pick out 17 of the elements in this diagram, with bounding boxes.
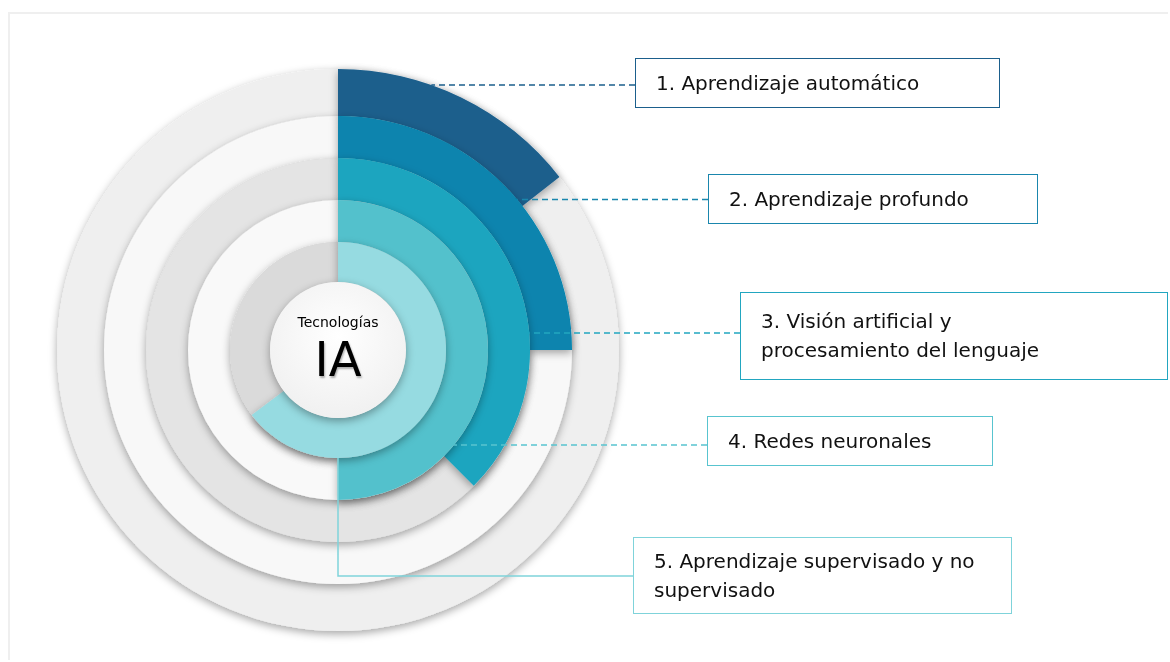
label-box [707, 416, 993, 466]
label-text: 5. Aprendizaje supervisado y no supervisado [654, 547, 976, 604]
label-text: 3. Visión artificial y procesamiento del lenguaje [761, 308, 1041, 364]
label-text: 1. Aprendizaje automático [656, 69, 920, 97]
label-box [633, 537, 1012, 614]
label-text: 4. Redes neuronales [728, 427, 932, 455]
label-box [740, 292, 1168, 380]
label-text: 2. Aprendizaje profundo [729, 185, 969, 213]
leader-line [337, 457, 634, 577]
leader-line [430, 84, 636, 86]
leader-line [528, 332, 741, 334]
subtitle-text: Tecnologías [297, 313, 379, 331]
leader-line [453, 444, 708, 446]
ring-segment [338, 69, 560, 206]
title-text: IA [314, 331, 362, 387]
label-box [708, 174, 1038, 224]
label-box [635, 58, 1000, 108]
